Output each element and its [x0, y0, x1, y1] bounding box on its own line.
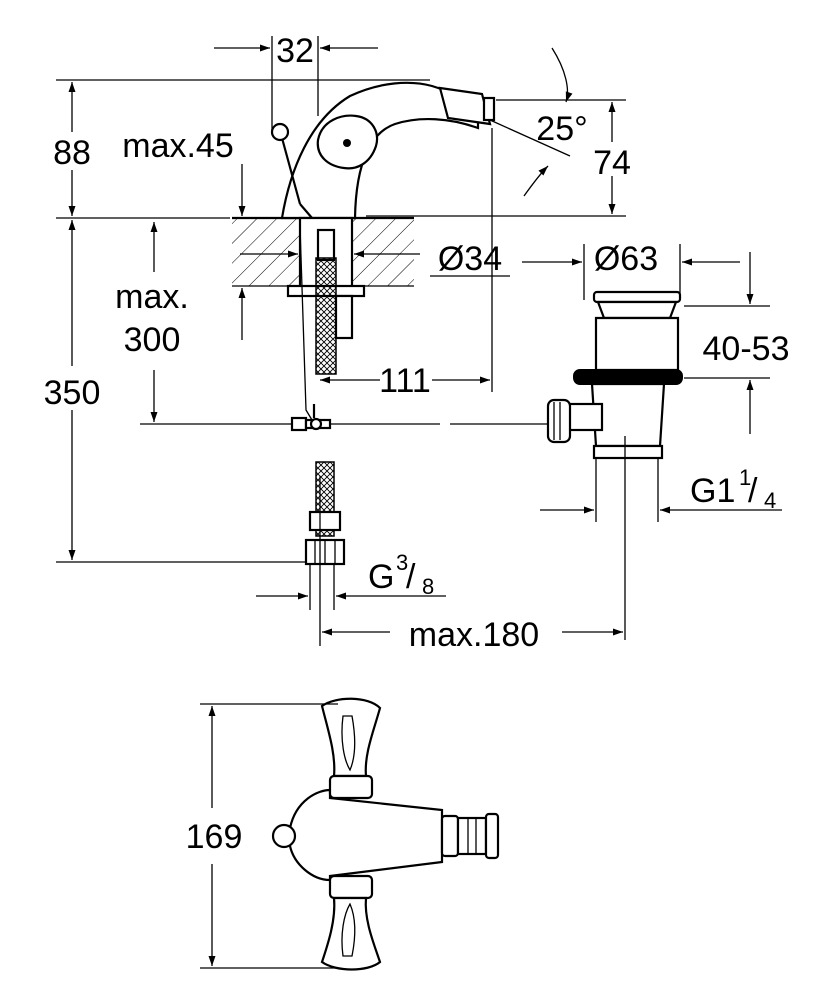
dim-g38-main: G — [368, 558, 394, 596]
under-counter-parts — [286, 216, 366, 566]
dim-111: 111 — [379, 362, 431, 400]
dim-max180: max.180 — [409, 616, 539, 654]
dim-angle-25: 25° — [536, 110, 587, 148]
dim-g38-numerator: 3 — [396, 550, 408, 575]
dim-max-label: max. — [115, 278, 189, 316]
dim-350: 350 — [44, 374, 101, 412]
pop-up-waste — [546, 290, 683, 640]
dim-169: 169 — [186, 818, 243, 856]
dim-g114-numerator: 1 — [739, 465, 751, 490]
dim-40-53: 40-53 — [703, 330, 790, 368]
dim-g38-denominator: 8 — [422, 574, 434, 599]
top-view: 169 — [186, 697, 500, 971]
dim-g114-denominator: 4 — [764, 488, 776, 513]
dim-88: 88 — [53, 134, 91, 172]
side-view: 32 88 max.45 25° 74 Ø34 Ø63 ma — [44, 32, 790, 654]
dim-74: 74 — [593, 144, 631, 182]
dim-dia-63: Ø63 — [594, 240, 658, 278]
svg-text:/: / — [406, 558, 416, 596]
dim-32: 32 — [276, 32, 314, 70]
dim-300: 300 — [124, 321, 181, 359]
dim-max45: max.45 — [122, 127, 234, 165]
svg-text:/: / — [748, 472, 758, 510]
mixer-body — [270, 81, 496, 220]
dim-g114-main: G1 — [690, 472, 735, 510]
